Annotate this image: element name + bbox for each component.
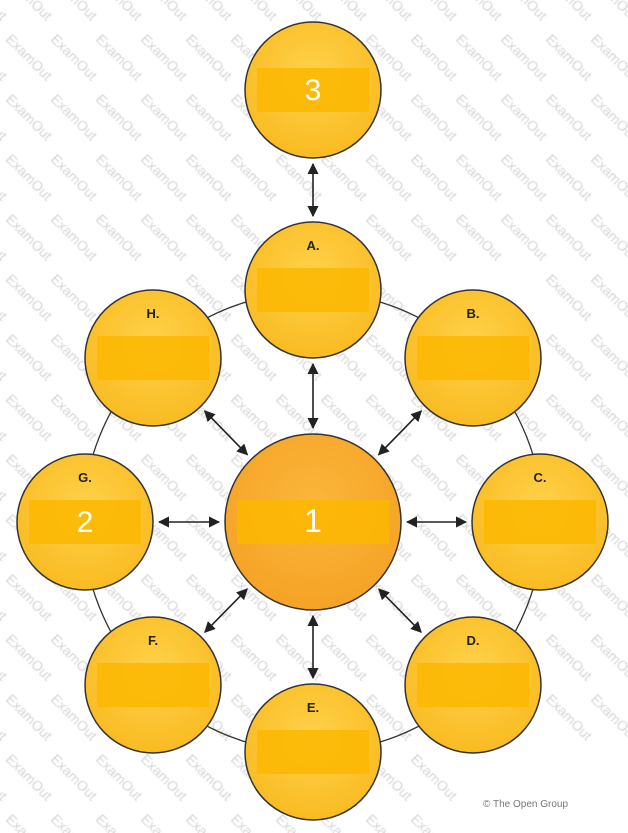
phase-a[interactable]: A.	[244, 221, 382, 359]
arrow-center-h	[203, 410, 249, 456]
arrow-center-d	[378, 588, 422, 633]
phase-d-label: D.	[467, 633, 480, 648]
phase-g-number: 2	[77, 506, 94, 539]
arrow-center-f	[204, 588, 248, 633]
copyright-text: © The Open Group	[483, 799, 569, 810]
phase-g[interactable]: G. 2	[16, 453, 154, 591]
phase-a-band	[257, 268, 369, 312]
phase-d[interactable]: D.	[404, 616, 542, 754]
phase-c[interactable]: C.	[471, 453, 609, 591]
phase-c-label: C.	[534, 470, 547, 485]
phase-h[interactable]: H.	[84, 289, 222, 427]
phase-c-band	[484, 500, 596, 544]
phase-e-label: E.	[307, 700, 319, 715]
top-circle[interactable]: 3	[244, 21, 382, 159]
phase-e[interactable]: E.	[244, 683, 382, 821]
phase-b-label: B.	[467, 306, 480, 321]
center-circle[interactable]: 1	[224, 433, 402, 611]
phase-d-band	[417, 663, 529, 707]
arrow-center-b	[377, 410, 423, 456]
phase-f-label: F.	[148, 633, 158, 648]
phase-b-band	[417, 336, 529, 380]
phase-e-band	[257, 730, 369, 774]
center-circle-number: 1	[304, 503, 322, 539]
phase-b[interactable]: B.	[404, 289, 542, 427]
phase-f[interactable]: F.	[84, 616, 222, 754]
phase-g-band	[29, 500, 141, 544]
phase-f-band	[97, 663, 209, 707]
phase-g-label: G.	[78, 470, 92, 485]
phase-h-band	[97, 336, 209, 380]
phase-h-label: H.	[147, 306, 160, 321]
top-circle-number: 3	[305, 74, 322, 107]
center-circle-band	[237, 500, 389, 544]
phase-a-label: A.	[307, 238, 320, 253]
top-circle-band	[257, 68, 369, 112]
